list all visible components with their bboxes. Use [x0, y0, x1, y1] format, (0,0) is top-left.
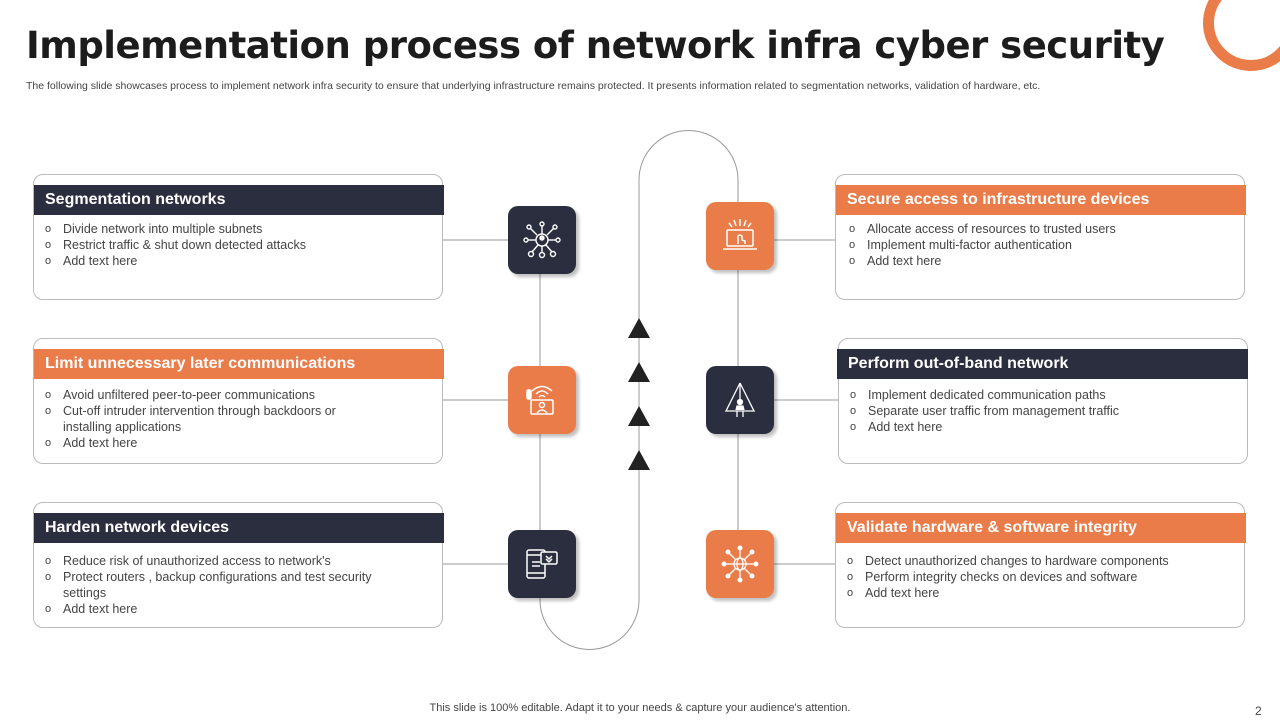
- step-card-harden-devices: Harden network devices Reduce risk of un…: [33, 502, 444, 628]
- bullet-item: Add text here: [849, 253, 1234, 269]
- bullet-item: Implement dedicated communication paths: [850, 387, 1235, 403]
- page-subtitle: The following slide showcases process to…: [26, 80, 1041, 92]
- step-heading: Perform out-of-band network: [837, 349, 1248, 379]
- globe-network-icon: [706, 530, 774, 598]
- device-chat-icon: [508, 530, 576, 598]
- network-users-icon: [508, 206, 576, 274]
- remote-communication-icon: [508, 366, 576, 434]
- bullet-item: Protect routers , backup configurations …: [45, 569, 375, 601]
- bullet-item: Restrict traffic & shut down detected at…: [45, 237, 430, 253]
- page-number: 2: [1255, 704, 1262, 718]
- bullet-item: Perform integrity checks on devices and …: [847, 569, 1177, 585]
- step-card-secure-access: Secure access to infrastructure devices …: [835, 174, 1246, 300]
- bullet-item: Add text here: [850, 419, 1235, 435]
- bullet-item: Avoid unfiltered peer-to-peer communicat…: [45, 387, 375, 403]
- arrow-up-icon: [628, 362, 650, 382]
- bullet-item: Cut-off intruder intervention through ba…: [45, 403, 375, 435]
- arrow-up-icon: [628, 406, 650, 426]
- step-card-validate-integrity: Validate hardware & software integrity D…: [835, 502, 1246, 628]
- footer-note: This slide is 100% editable. Adapt it to…: [429, 702, 851, 714]
- step-heading: Segmentation networks: [34, 185, 444, 215]
- bullet-item: Add text here: [45, 435, 375, 451]
- arrow-up-icon: [628, 450, 650, 470]
- step-card-out-of-band: Perform out-of-band network Implement de…: [837, 338, 1248, 464]
- bullet-item: Separate user traffic from management tr…: [850, 403, 1235, 419]
- step-heading: Secure access to infrastructure devices: [836, 185, 1246, 215]
- step-card-limit-communications: Limit unnecessary later communications A…: [33, 338, 444, 464]
- arrow-up-icon: [628, 318, 650, 338]
- step-bullets: Avoid unfiltered peer-to-peer communicat…: [45, 387, 375, 451]
- bullet-item: Add text here: [847, 585, 1177, 601]
- bullet-item: Reduce risk of unauthorized access to ne…: [45, 553, 375, 569]
- step-bullets: Detect unauthorized changes to hardware …: [847, 553, 1177, 601]
- bullet-item: Detect unauthorized changes to hardware …: [847, 553, 1177, 569]
- step-heading: Validate hardware & software integrity: [836, 513, 1246, 543]
- bullet-item: Allocate access of resources to trusted …: [849, 221, 1234, 237]
- step-bullets: Divide network into multiple subnets Res…: [45, 221, 430, 269]
- step-heading: Limit unnecessary later communications: [34, 349, 444, 379]
- step-bullets: Implement dedicated communication paths …: [850, 387, 1235, 435]
- decorative-ring: [1203, 0, 1280, 71]
- step-bullets: Allocate access of resources to trusted …: [849, 221, 1234, 269]
- bullet-item: Add text here: [45, 601, 375, 617]
- bullet-item: Divide network into multiple subnets: [45, 221, 430, 237]
- bullet-item: Add text here: [45, 253, 430, 269]
- bullet-item: Implement multi-factor authentication: [849, 237, 1234, 253]
- laptop-touch-icon: [706, 202, 774, 270]
- page-title: Implementation process of network infra …: [26, 24, 1165, 67]
- step-bullets: Reduce risk of unauthorized access to ne…: [45, 553, 375, 617]
- user-network-icon: [706, 366, 774, 434]
- step-heading: Harden network devices: [34, 513, 444, 543]
- step-card-segmentation: Segmentation networks Divide network int…: [33, 174, 444, 300]
